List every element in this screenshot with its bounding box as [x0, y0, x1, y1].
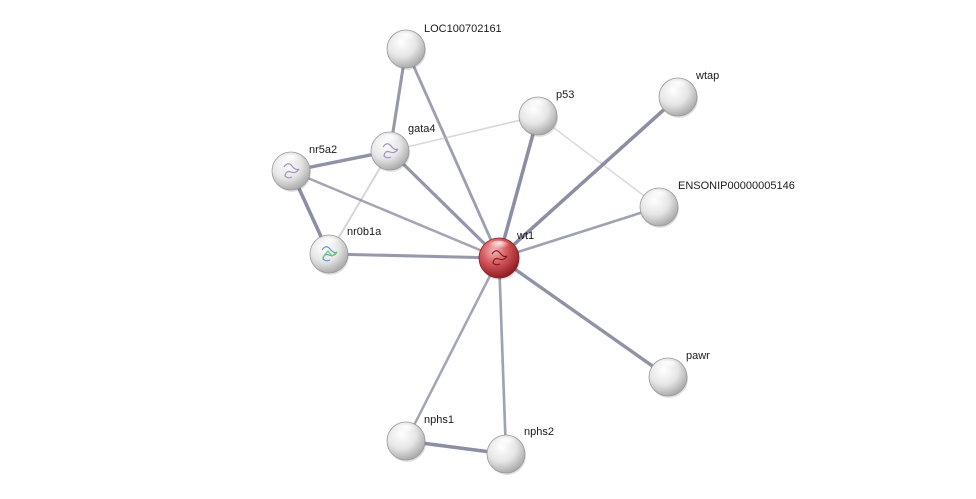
node-label-nphs1: nphs1: [424, 414, 454, 426]
node-gloss: [279, 154, 303, 167]
node-nphs2[interactable]: nphs2: [486, 426, 554, 475]
node-label-nr5a2: nr5a2: [309, 144, 337, 156]
edge-nphs2-wt1[interactable]: [497, 256, 508, 456]
node-label-gata4: gata4: [408, 123, 436, 135]
node-nr5a2[interactable]: nr5a2: [271, 144, 337, 192]
node-nr0b1a[interactable]: nr0b1a: [309, 226, 382, 275]
node-gloss: [394, 32, 418, 45]
node-nphs1[interactable]: nphs1: [386, 414, 454, 462]
protein-structure-icon: [322, 249, 338, 258]
node-label-nr0b1a: nr0b1a: [347, 226, 382, 238]
edge-pawr-wt1[interactable]: [497, 256, 670, 379]
node-gloss: [494, 437, 518, 450]
edge-wtap-wt1[interactable]: [497, 95, 680, 260]
node-label-pawr: pawr: [686, 350, 710, 362]
node-gloss: [378, 134, 402, 147]
node-LOC100702161[interactable]: LOC100702161: [386, 23, 502, 70]
node-wt1[interactable]: wt1: [478, 230, 534, 280]
node-gloss: [487, 240, 511, 254]
edge-p53-gata4[interactable]: [389, 115, 539, 152]
node-gloss: [317, 237, 341, 250]
edge-nr5a2-wt1[interactable]: [289, 169, 501, 260]
node-pawr[interactable]: pawr: [648, 350, 710, 398]
node-gloss: [526, 99, 550, 112]
edge-nphs1-wt1[interactable]: [404, 256, 501, 443]
node-gloss: [394, 424, 418, 437]
edge-gata4-wt1[interactable]: [388, 149, 501, 260]
edge-p53-wt1[interactable]: [497, 114, 540, 260]
node-label-nphs2: nphs2: [524, 426, 554, 438]
nodes-layer: wt1 LOC100702161 p53 wtap gata4 nr5a2ENSONIP0…: [271, 23, 795, 475]
node-label-p53: p53: [556, 89, 574, 101]
node-label-wtap: wtap: [695, 70, 719, 82]
node-gata4[interactable]: gata4: [370, 123, 436, 172]
edge-nr0b1a-wt1[interactable]: [327, 252, 501, 260]
node-gloss: [666, 80, 690, 93]
edges-layer: [289, 47, 680, 456]
node-label-wt1: wt1: [516, 230, 534, 242]
node-label-LOC100702161: LOC100702161: [424, 23, 502, 35]
edge-p53-ENSONIP00000005146[interactable]: [537, 115, 660, 208]
node-ENSONIP00000005146[interactable]: ENSONIP00000005146: [639, 180, 795, 228]
edge-LOC100702161-wt1[interactable]: [404, 47, 501, 260]
edge-ENSONIP00000005146-wt1[interactable]: [497, 205, 661, 260]
node-gloss: [647, 190, 671, 203]
node-gloss: [656, 360, 680, 373]
node-label-ENSONIP00000005146: ENSONIP00000005146: [678, 180, 795, 192]
node-p53[interactable]: p53: [518, 89, 574, 137]
edge-gata4-nr0b1a[interactable]: [328, 150, 391, 255]
node-wtap[interactable]: wtap: [658, 70, 719, 118]
